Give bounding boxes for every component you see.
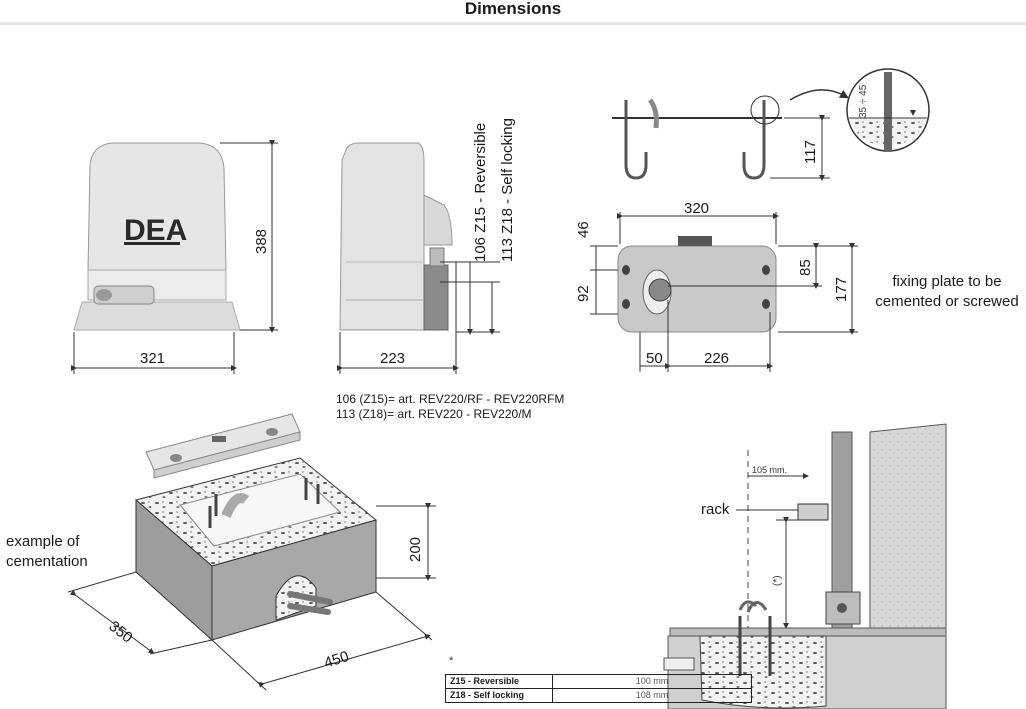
side-depth-dimension <box>337 262 459 374</box>
motor-front-view: DEA <box>73 142 241 331</box>
legend-value: 108 mm <box>552 688 752 703</box>
front-height-dimension <box>220 140 278 333</box>
cementation-length-label: 450 <box>322 648 351 672</box>
rack-height-self-locking-label: 113 Z18 - Self locking <box>499 118 516 262</box>
motor-side-view <box>339 142 453 331</box>
plate-note-line2: cemented or screwed <box>875 293 1019 310</box>
table-row: Z18 - Self locking 108 mm <box>445 688 752 703</box>
plate-dimensions <box>590 212 858 372</box>
plate-hole-distance-label: 226 <box>704 350 729 367</box>
front-height-label: 388 <box>253 229 270 254</box>
anchor-height-label: 117 <box>802 140 819 164</box>
plate-left-offset-label: 50 <box>646 350 663 367</box>
title-divider <box>0 22 1026 25</box>
anchor-bolts-view <box>612 89 849 180</box>
installation-section <box>663 423 947 709</box>
cementation-caption: example of cementation <box>6 532 88 572</box>
fixing-plate-view <box>617 236 777 333</box>
rack-height-reversible-label: 106 Z15 - Reversible <box>472 123 489 262</box>
cementation-dimensions <box>67 503 436 691</box>
footnote-mark: * <box>449 655 454 667</box>
plate-right-offset-label: 85 <box>797 259 814 276</box>
legend-key: Z18 - Self locking <box>445 688 553 703</box>
cementation-height-label: 200 <box>407 537 424 562</box>
article-note-z15: 106 (Z15)= art. REV220/RF - REV220RFM <box>336 392 565 406</box>
cementation-box <box>134 457 378 642</box>
plate-note: fixing plate to be cemented or screwed <box>868 272 1026 312</box>
side-depth-label: 223 <box>380 350 405 367</box>
rack-label: rack <box>701 501 730 518</box>
anchor-height-dimension <box>770 115 830 181</box>
cementation-caption-line2: cementation <box>6 553 88 570</box>
article-note-z18: 113 (Z18)= art. REV220 - REV220/M <box>336 407 532 421</box>
dea-logo: DEA <box>124 214 187 247</box>
front-width-label: 321 <box>140 350 165 367</box>
cementation-depth-label: 350 <box>106 618 136 647</box>
rack-offset-label: 105 mm. <box>752 465 787 475</box>
legend-value: 100 mm <box>552 674 752 689</box>
plate-width-label: 320 <box>684 200 709 217</box>
anchor-detail-circle <box>846 68 930 152</box>
cementation-caption-line1: example of <box>6 533 80 550</box>
table-row: Z15 - Reversible 100 mm <box>445 674 752 689</box>
rack-height-dimension <box>440 261 500 335</box>
loose-fixing-plate <box>145 413 301 479</box>
legend-key: Z15 - Reversible <box>445 674 553 689</box>
rack-height-asterisk-label: (*) <box>772 575 783 586</box>
plate-total-height-label: 177 <box>833 277 850 302</box>
plate-top-offset-label: 46 <box>575 221 592 238</box>
anchor-detail-range-label: 35 ÷ 45 <box>858 84 869 118</box>
front-width-dimension <box>71 332 237 374</box>
plate-note-line1: fixing plate to be <box>892 273 1002 290</box>
rack-height-legend-table: Z15 - Reversible 100 mm Z18 - Self locki… <box>445 674 752 703</box>
page-title: Dimensions <box>464 0 562 18</box>
plate-hole-spacing-label: 92 <box>575 285 592 302</box>
